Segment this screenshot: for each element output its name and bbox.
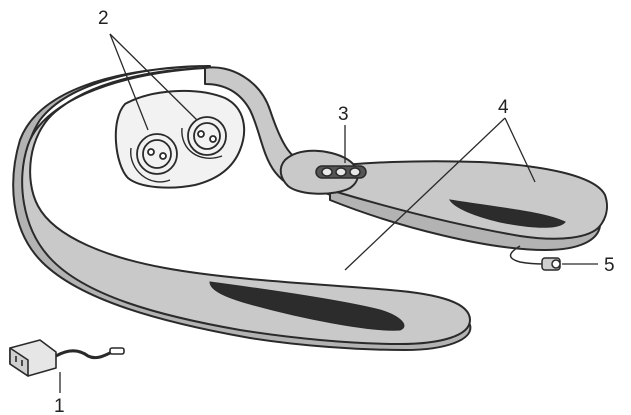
adapter-cable: [55, 349, 113, 360]
control-button-2: [335, 167, 347, 177]
callout-5: 5: [604, 255, 615, 276]
leader-line-4a: [504, 117, 536, 183]
node-dot: [159, 152, 167, 160]
jack-ring: [551, 259, 561, 269]
adapter-prongs: [15, 356, 23, 366]
node-dot: [209, 135, 217, 143]
callout-numbers: 2 3 4 5 1: [54, 8, 615, 415]
hand-loop-bottom: [209, 281, 405, 331]
massage-node-right-inner: [193, 122, 221, 150]
leader-line-4b: [344, 117, 506, 271]
leader-line-2b: [109, 33, 198, 121]
callout-1: 1: [54, 396, 65, 415]
hand-loop-right: [448, 199, 566, 228]
node-dot: [197, 130, 205, 138]
right-wing-rim: [329, 189, 601, 251]
callout-2: 2: [98, 8, 109, 29]
control-button-1: [321, 167, 333, 177]
rotation-arc: [181, 127, 223, 159]
cable-line: [509, 245, 546, 265]
callout-4: 4: [498, 97, 509, 118]
neck-band: [21, 67, 471, 345]
leader-lines: [59, 33, 598, 393]
rotation-arc: [130, 147, 171, 183]
control-button-3: [349, 167, 361, 177]
hand-loops: [209, 199, 566, 331]
massage-nodes: [130, 116, 227, 183]
adapter-face: [9, 347, 29, 377]
leader-line-2a: [109, 33, 149, 131]
power-adapter: [9, 339, 125, 377]
control-panel: [315, 165, 367, 179]
node-dot: [147, 148, 155, 156]
power-cable: [509, 245, 546, 265]
power-jack: [541, 257, 561, 271]
adapter-plug-tip: [109, 347, 125, 355]
massage-node-left-inner: [142, 139, 172, 169]
callout-3: 3: [338, 104, 349, 125]
